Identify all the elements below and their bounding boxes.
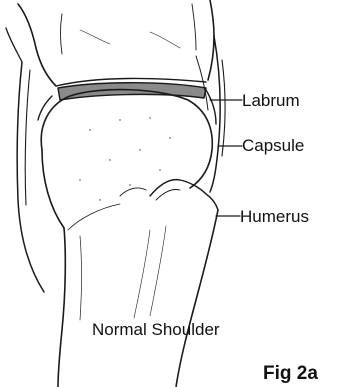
labrum-label: Labrum — [242, 91, 300, 111]
greater-tuberosity — [68, 180, 218, 230]
figure-number: Fig 2a — [263, 364, 318, 384]
capsule-label: Capsule — [242, 136, 304, 156]
figure-caption: Normal Shoulder — [92, 320, 220, 340]
scapula-glenoid — [6, 0, 214, 86]
leader-lines — [210, 100, 242, 216]
humerus-shaft — [58, 210, 218, 387]
humerus-label: Humerus — [240, 207, 309, 227]
capsule — [17, 36, 225, 292]
humeral-head — [41, 90, 212, 228]
